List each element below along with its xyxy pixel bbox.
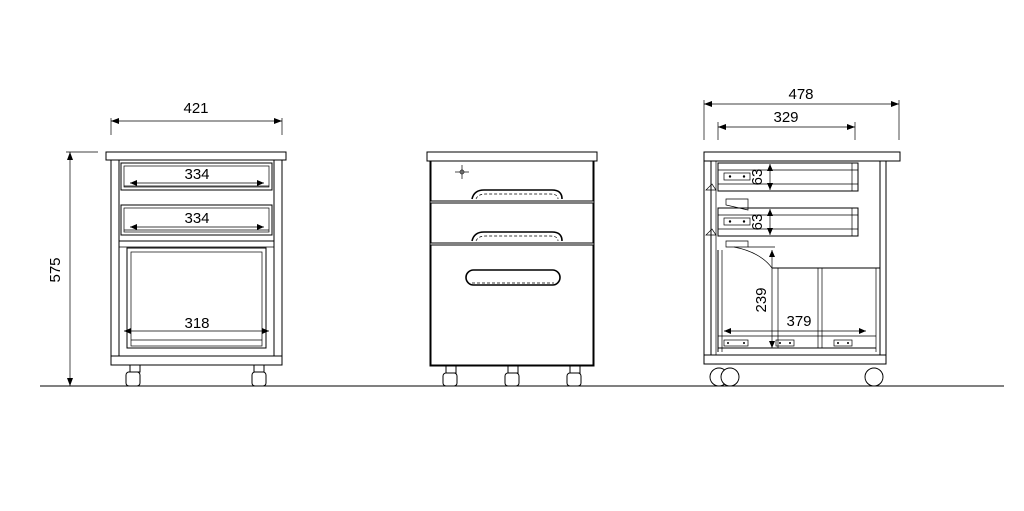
front-width-dimension: 421 bbox=[110, 100, 283, 135]
side-outer-width-label: 478 bbox=[788, 86, 813, 103]
height-dimension: 575 bbox=[47, 151, 98, 386]
side-section-view: 478 329 63 bbox=[703, 86, 901, 387]
side-drawer-1-label: 63 bbox=[749, 169, 766, 186]
side-drawer-2-label: 63 bbox=[749, 214, 766, 231]
front-casters bbox=[125, 364, 267, 387]
drawer-handle-2 bbox=[471, 231, 563, 242]
front-closed-view bbox=[426, 151, 598, 387]
front-width-label: 421 bbox=[183, 100, 208, 117]
center-casters bbox=[442, 365, 582, 387]
side-bottom-depth-label: 379 bbox=[786, 313, 811, 330]
front-bottom-label: 318 bbox=[184, 315, 209, 332]
side-bottom-height-label: 239 bbox=[753, 287, 770, 312]
side-inner-width-label: 329 bbox=[773, 109, 798, 126]
side-inner-width-dimension: 329 bbox=[717, 109, 856, 140]
front-drawer-1-label: 334 bbox=[184, 166, 209, 183]
front-drawer-2-label: 334 bbox=[184, 210, 209, 227]
height-label: 575 bbox=[47, 257, 64, 282]
lock-icon bbox=[455, 165, 469, 179]
side-wheels bbox=[709, 367, 884, 387]
drawer-handle-1 bbox=[471, 189, 563, 200]
front-open-view: 421 334 334 318 bbox=[105, 100, 287, 387]
side-outer-width-dimension: 478 bbox=[703, 86, 900, 140]
drawer-handle-3 bbox=[465, 269, 561, 286]
